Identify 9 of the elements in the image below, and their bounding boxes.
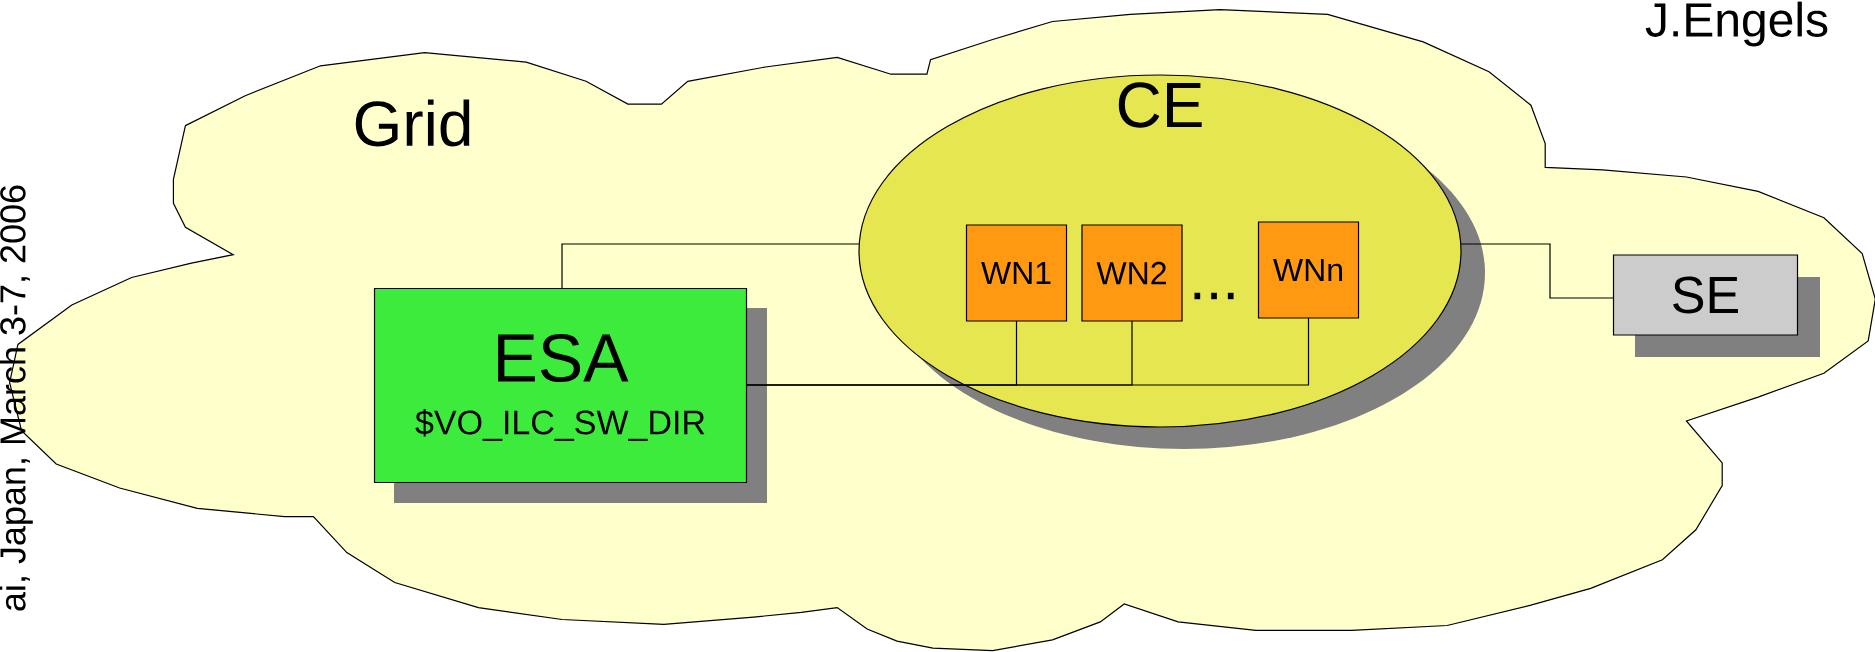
process-box: WN1	[965, 224, 1068, 322]
connector-line	[746, 317, 1310, 386]
process-box: SE	[1612, 254, 1799, 336]
process-box: WN2	[1081, 224, 1183, 322]
connector-line	[561, 243, 860, 289]
ellipsis: ...	[1194, 292, 1234, 300]
process-box: ESA $VO_ILC_SW_DIR	[373, 287, 748, 484]
connector-line	[1460, 243, 1614, 299]
process-box: WNn	[1257, 221, 1360, 319]
